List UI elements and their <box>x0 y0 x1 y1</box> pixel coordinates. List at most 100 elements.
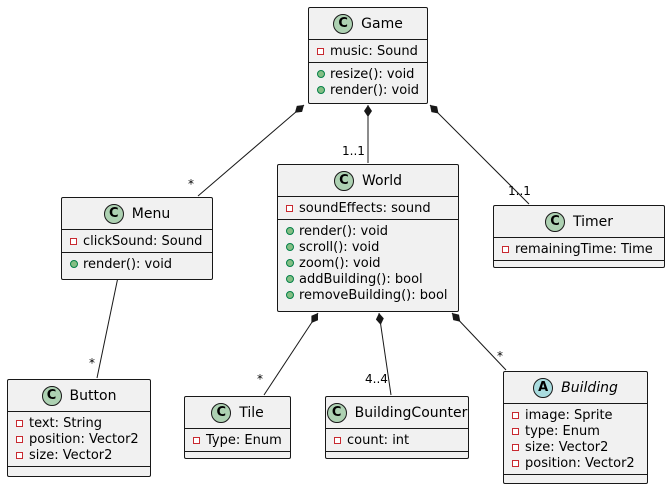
attributes-section: Type: Enum <box>185 428 290 451</box>
methods-section: render(): void <box>62 252 212 275</box>
class-header: C Tile <box>185 397 290 428</box>
method-row: render(): void <box>316 82 421 98</box>
method-row: resize(): void <box>316 66 421 82</box>
private-visibility-icon <box>15 419 24 427</box>
attribute-text: remainingTime: Time <box>515 241 653 257</box>
class-name: Tile <box>239 404 264 421</box>
attribute-row: clickSound: Sound <box>69 233 206 249</box>
composition-diamond-icon <box>294 105 304 113</box>
attributes-section: soundEffects: sound <box>278 196 458 219</box>
public-visibility-icon <box>316 70 325 78</box>
attribute-row: position: Vector2 <box>15 431 144 447</box>
private-visibility-icon <box>192 436 201 444</box>
attribute-row: remainingTime: Time <box>501 241 658 257</box>
class-menu[interactable]: C Menu clickSound: Sound render(): void <box>61 197 213 280</box>
private-visibility-icon <box>316 47 325 55</box>
composition-diamond-icon <box>430 105 439 114</box>
private-visibility-icon <box>15 451 24 459</box>
public-visibility-icon <box>285 275 294 283</box>
method-text: render(): void <box>330 82 420 98</box>
composition-diamond-icon <box>375 313 384 325</box>
class-icon: C <box>103 203 124 224</box>
multiplicity-game-world: 1..1 <box>342 144 365 158</box>
public-visibility-icon <box>316 86 325 94</box>
composition-line <box>429 104 530 205</box>
attribute-row: Type: Enum <box>192 432 284 448</box>
class-name: Game <box>361 15 403 32</box>
attribute-text: count: int <box>347 432 410 448</box>
private-visibility-icon <box>15 435 24 443</box>
method-row: render(): void <box>69 256 206 272</box>
attributes-section: music: Sound <box>309 39 427 62</box>
class-icon: C <box>211 402 232 423</box>
attribute-text: soundEffects: sound <box>299 200 431 216</box>
attribute-text: size: Vector2 <box>29 447 113 463</box>
attribute-text: Type: Enum <box>206 432 282 448</box>
public-visibility-icon <box>285 243 294 251</box>
class-header: C Timer <box>494 206 664 237</box>
class-timer[interactable]: C Timer remainingTime: Time <box>493 205 665 268</box>
class-name: Button <box>69 387 117 404</box>
attributes-section: clickSound: Sound <box>62 229 212 252</box>
methods-section <box>185 451 290 465</box>
attribute-row: music: Sound <box>316 43 421 59</box>
method-text: addBuilding(): bool <box>299 271 423 287</box>
private-visibility-icon <box>285 204 294 212</box>
attributes-section: remainingTime: Time <box>494 237 664 260</box>
method-row: scroll(): void <box>285 239 452 255</box>
multiplicity-world-tile: * <box>257 372 263 386</box>
class-name: BuildingCounter <box>354 404 468 421</box>
methods-section <box>504 474 647 488</box>
class-name: Timer <box>572 213 614 230</box>
class-icon: C <box>333 13 354 34</box>
method-text: scroll(): void <box>299 239 380 255</box>
attribute-row: image: Sprite <box>511 407 641 423</box>
method-row: zoom(): void <box>285 255 452 271</box>
method-text: zoom(): void <box>299 255 381 271</box>
private-visibility-icon <box>511 411 520 419</box>
multiplicity-game-menu: * <box>188 177 194 191</box>
class-icon: C <box>544 211 565 232</box>
composition-diamond-icon <box>364 105 372 117</box>
public-visibility-icon <box>285 291 294 299</box>
class-icon: C <box>333 170 354 191</box>
composition-line <box>263 312 319 396</box>
public-visibility-icon <box>285 259 294 267</box>
attribute-row: size: Vector2 <box>15 447 144 463</box>
class-name: Menu <box>131 205 171 222</box>
public-visibility-icon <box>69 260 78 268</box>
abstract-class-icon: A <box>533 377 554 398</box>
attributes-section: count: int <box>326 428 468 451</box>
composition-diamond-icon <box>452 313 461 322</box>
attribute-row: count: int <box>333 432 462 448</box>
method-text: resize(): void <box>330 66 415 82</box>
attribute-text: music: Sound <box>330 43 418 59</box>
private-visibility-icon <box>501 245 510 253</box>
multiplicity-world-buildingcounter: 4..4 <box>365 372 388 386</box>
composition-line <box>378 312 392 396</box>
attribute-text: clickSound: Sound <box>83 233 203 249</box>
methods-section <box>326 451 468 465</box>
method-row: addBuilding(): bool <box>285 271 452 287</box>
attribute-row: type: Enum <box>511 423 641 439</box>
methods-section <box>8 466 150 480</box>
composition-line <box>451 312 507 371</box>
method-text: render(): void <box>299 223 389 239</box>
attribute-row: text: String <box>15 415 144 431</box>
composition-line <box>197 104 305 197</box>
attribute-text: size: Vector2 <box>525 439 609 455</box>
private-visibility-icon <box>511 443 520 451</box>
